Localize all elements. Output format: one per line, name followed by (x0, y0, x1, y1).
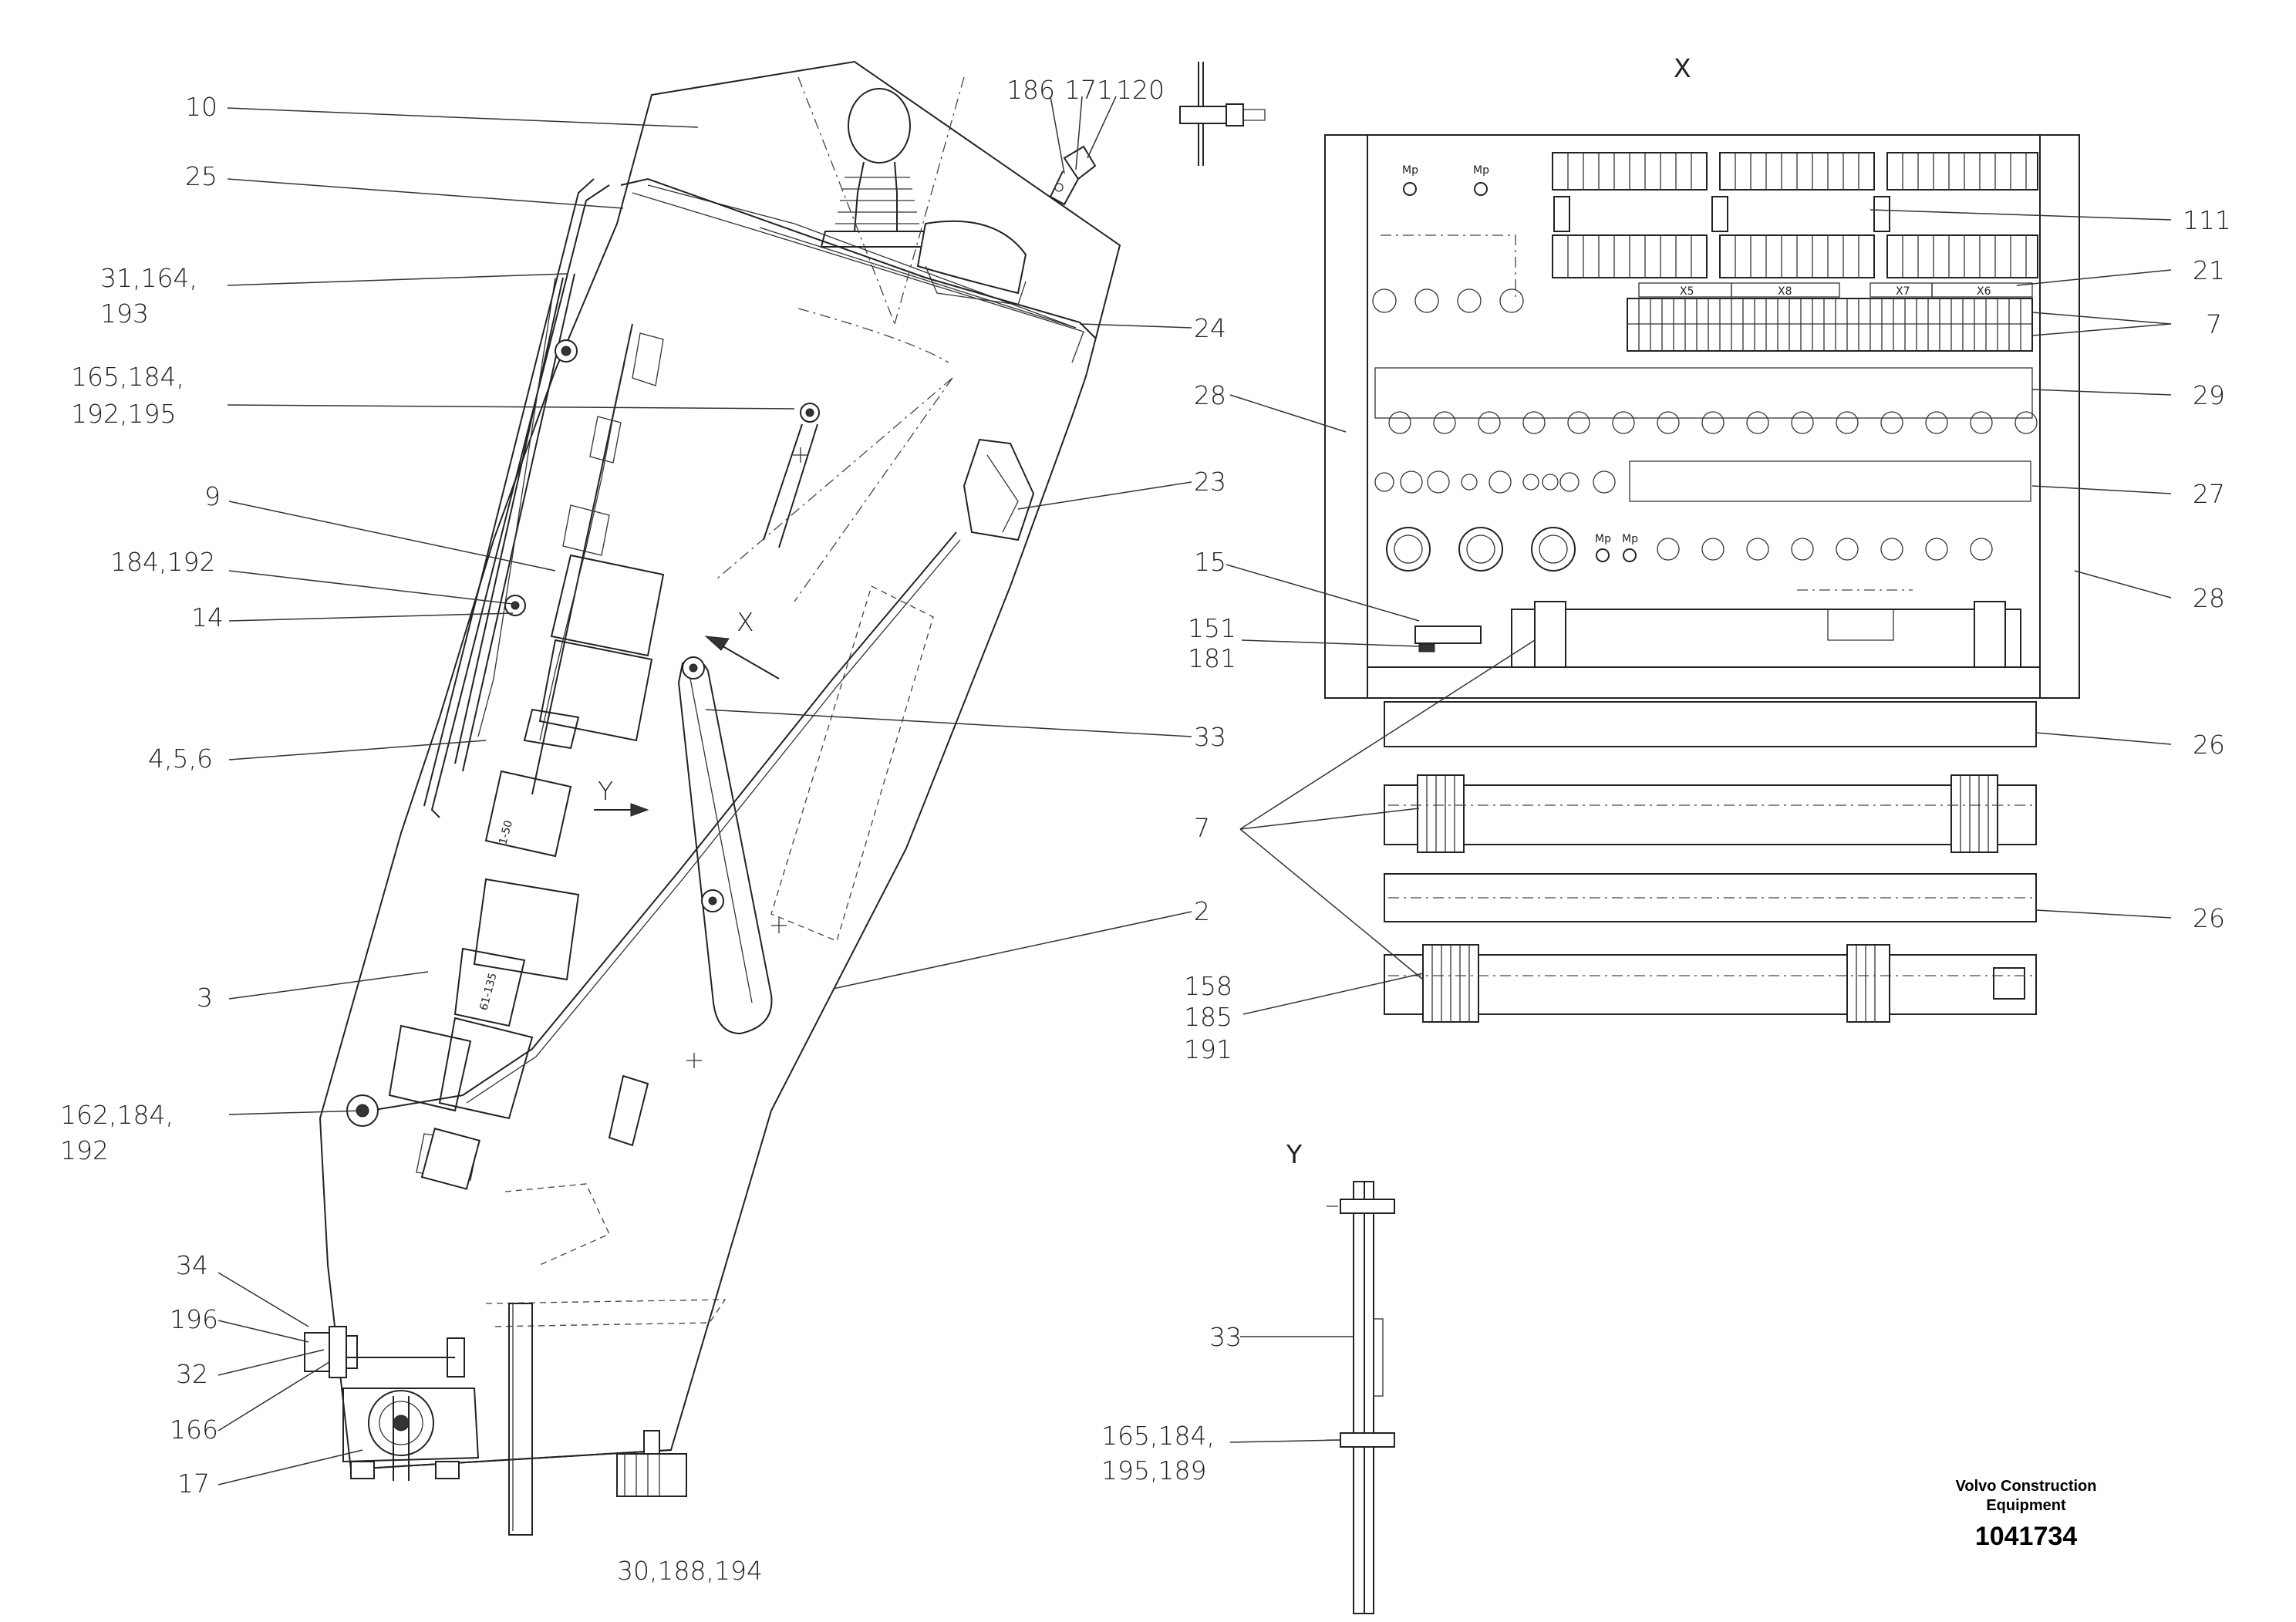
component-label-a: 1-50 (497, 819, 515, 846)
view-x-title: X (1674, 53, 1691, 83)
hole-row-2 (1374, 470, 1616, 494)
arrow-x-label: X (737, 607, 754, 637)
callout-17: 17 (177, 1469, 210, 1499)
callout-28-left: 28 (1194, 380, 1226, 410)
callout-31-line2: 193 (100, 298, 149, 329)
base-bearing-icon (342, 1388, 480, 1481)
leader-lines (217, 96, 2172, 1485)
label-x6: X6 (1977, 285, 1991, 298)
callout-10: 10 (185, 92, 217, 122)
callout-171: 171 (1064, 75, 1113, 105)
lever-slot-icon (677, 656, 773, 1035)
clamp-23-icon (963, 438, 1035, 541)
callout-185: 185 (1184, 1002, 1232, 1032)
foot-30-icon (616, 1430, 687, 1497)
callout-162-line2: 192 (60, 1135, 109, 1165)
callout-25: 25 (185, 161, 217, 191)
callout-158: 158 (1184, 971, 1232, 1001)
company-name: Volvo Construction (1956, 1478, 2097, 1495)
callout-15: 15 (1194, 547, 1226, 577)
arrow-y-label: Y (598, 776, 613, 806)
callout-456: 4,5,6 (148, 744, 213, 774)
callout-26-upper: 26 (2193, 730, 2225, 760)
callout-3: 3 (197, 983, 213, 1013)
callout-27: 27 (2193, 479, 2225, 509)
cable-line (369, 531, 957, 1111)
callout-162-line1: 162,184, (60, 1100, 174, 1130)
panel-holes (1372, 234, 1524, 313)
hole-row-1 (1388, 411, 2038, 434)
label-mp1: Mp (1402, 164, 1418, 177)
callout-166: 166 (170, 1415, 218, 1445)
callout-111: 111 (2183, 205, 2231, 235)
callout-2: 2 (1194, 896, 1210, 926)
view-y-detail (1327, 1181, 1395, 1614)
terminal-blocks (1552, 152, 2038, 278)
callout-29: 29 (2193, 380, 2225, 410)
switch-modules (388, 332, 665, 1190)
callout-186: 186 (1006, 75, 1055, 105)
callout-32: 32 (176, 1359, 208, 1389)
callout-9: 9 (204, 481, 221, 511)
label-mp4: Mp (1622, 533, 1638, 545)
callout-26-lower: 26 (2193, 903, 2225, 933)
callout-28-right: 28 (2193, 583, 2225, 613)
bolt-detail-icon (1179, 62, 1266, 166)
title-block: Volvo Construction Equipment 1041734 (1956, 1478, 2097, 1551)
callout-33: 33 (1194, 722, 1226, 752)
callout-120: 120 (1116, 75, 1165, 105)
callout-191: 191 (1184, 1034, 1232, 1064)
drawing-number: 1041734 (1975, 1522, 2077, 1551)
label-x7: X7 (1896, 285, 1910, 298)
callout-y-33: 33 (1209, 1322, 1242, 1352)
din-rails (1384, 701, 2037, 1023)
hole-row-3 (1657, 538, 1993, 561)
callout-31-line1: 31,164, (100, 263, 197, 293)
callout-30: 30,188,194 (617, 1556, 763, 1586)
callout-y-165-line2: 195,189 (1101, 1455, 1206, 1485)
label-x8: X8 (1778, 285, 1792, 298)
callout-23: 23 (1194, 467, 1226, 497)
callout-184: 184,192 (110, 547, 215, 577)
callout-196: 196 (170, 1304, 218, 1334)
callout-y-165-line1: 165,184, (1101, 1421, 1215, 1451)
callout-34: 34 (176, 1250, 208, 1280)
callout-7-main: 7 (1194, 813, 1210, 843)
callout-165-line1: 165,184, (71, 362, 184, 392)
company-name-line2: Equipment (1986, 1497, 2066, 1514)
component-label-b: 61-135 (477, 972, 499, 1012)
connectors-round (1386, 527, 1576, 572)
callout-181: 181 (1188, 643, 1236, 673)
emergency-stop-icon (916, 220, 1027, 305)
view-x-panel: X5 X8 X7 X6 Mp Mp (1324, 134, 2080, 699)
callout-14: 14 (191, 602, 224, 632)
label-x5: X5 (1680, 285, 1694, 298)
callout-24: 24 (1194, 313, 1226, 343)
callout-151: 151 (1188, 613, 1236, 643)
console-main-view (304, 60, 1266, 1536)
callout-165-line2: 192,195 (71, 399, 176, 429)
hinge-bolt-icon (304, 1326, 465, 1378)
callout-21: 21 (2193, 255, 2225, 285)
joystick-icon (797, 76, 965, 325)
callout-7: 7 (2206, 309, 2222, 339)
callout-labels: 10 25 31,164, 193 165,184, 192,195 9 184… (60, 53, 2231, 1586)
label-mp2: Mp (1473, 164, 1489, 177)
view-y-title: Y (1286, 1139, 1303, 1169)
label-mp3: Mp (1595, 533, 1611, 545)
